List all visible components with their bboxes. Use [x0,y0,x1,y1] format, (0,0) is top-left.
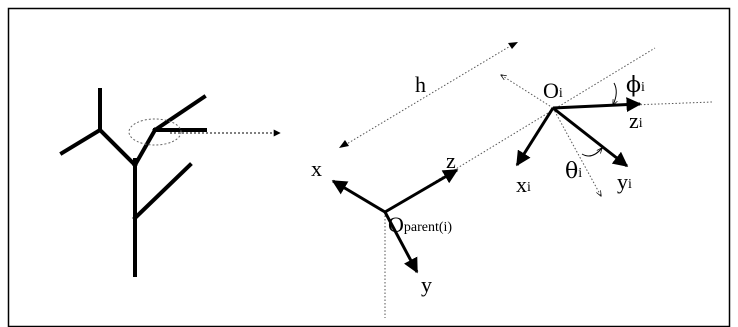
diagram-border [7,7,731,327]
label-y-i: yi [617,169,632,194]
tree-branch-left [97,127,138,168]
h-dimension-arrow-end [508,42,518,49]
tree-sketch [59,88,207,277]
parent-z-axis [384,168,459,214]
label-phi-i: ϕi [626,73,645,98]
tree-branch-lower-right [132,162,193,221]
h-dimension-line [344,44,513,146]
theta-angle-arc [581,148,602,157]
label-o-parent: Oparent(i) [388,212,452,237]
child-y-axis [552,106,629,168]
parent-x-axis [331,179,386,214]
label-z-i: zi [629,108,643,133]
child-z-axis [552,97,642,113]
h-dimension-arrow-start [339,140,349,148]
tree-branch-right [132,127,158,168]
tree-branch-upper-right [152,94,207,133]
tree-branch-far-left [59,127,103,156]
label-x-i: xi [516,172,531,197]
phi-angle-arc [613,82,616,105]
label-x: x [311,156,322,181]
child-x-axis [515,107,555,167]
label-o-i: Oi [543,78,563,103]
label-z: z [446,148,456,173]
child-dotted-y-reference [552,107,601,196]
parent-y-axis [383,211,419,274]
label-y: y [421,272,432,297]
label-h: h [415,72,426,97]
label-theta-i: θi [565,159,582,184]
joint-highlight-ellipse [128,118,182,146]
